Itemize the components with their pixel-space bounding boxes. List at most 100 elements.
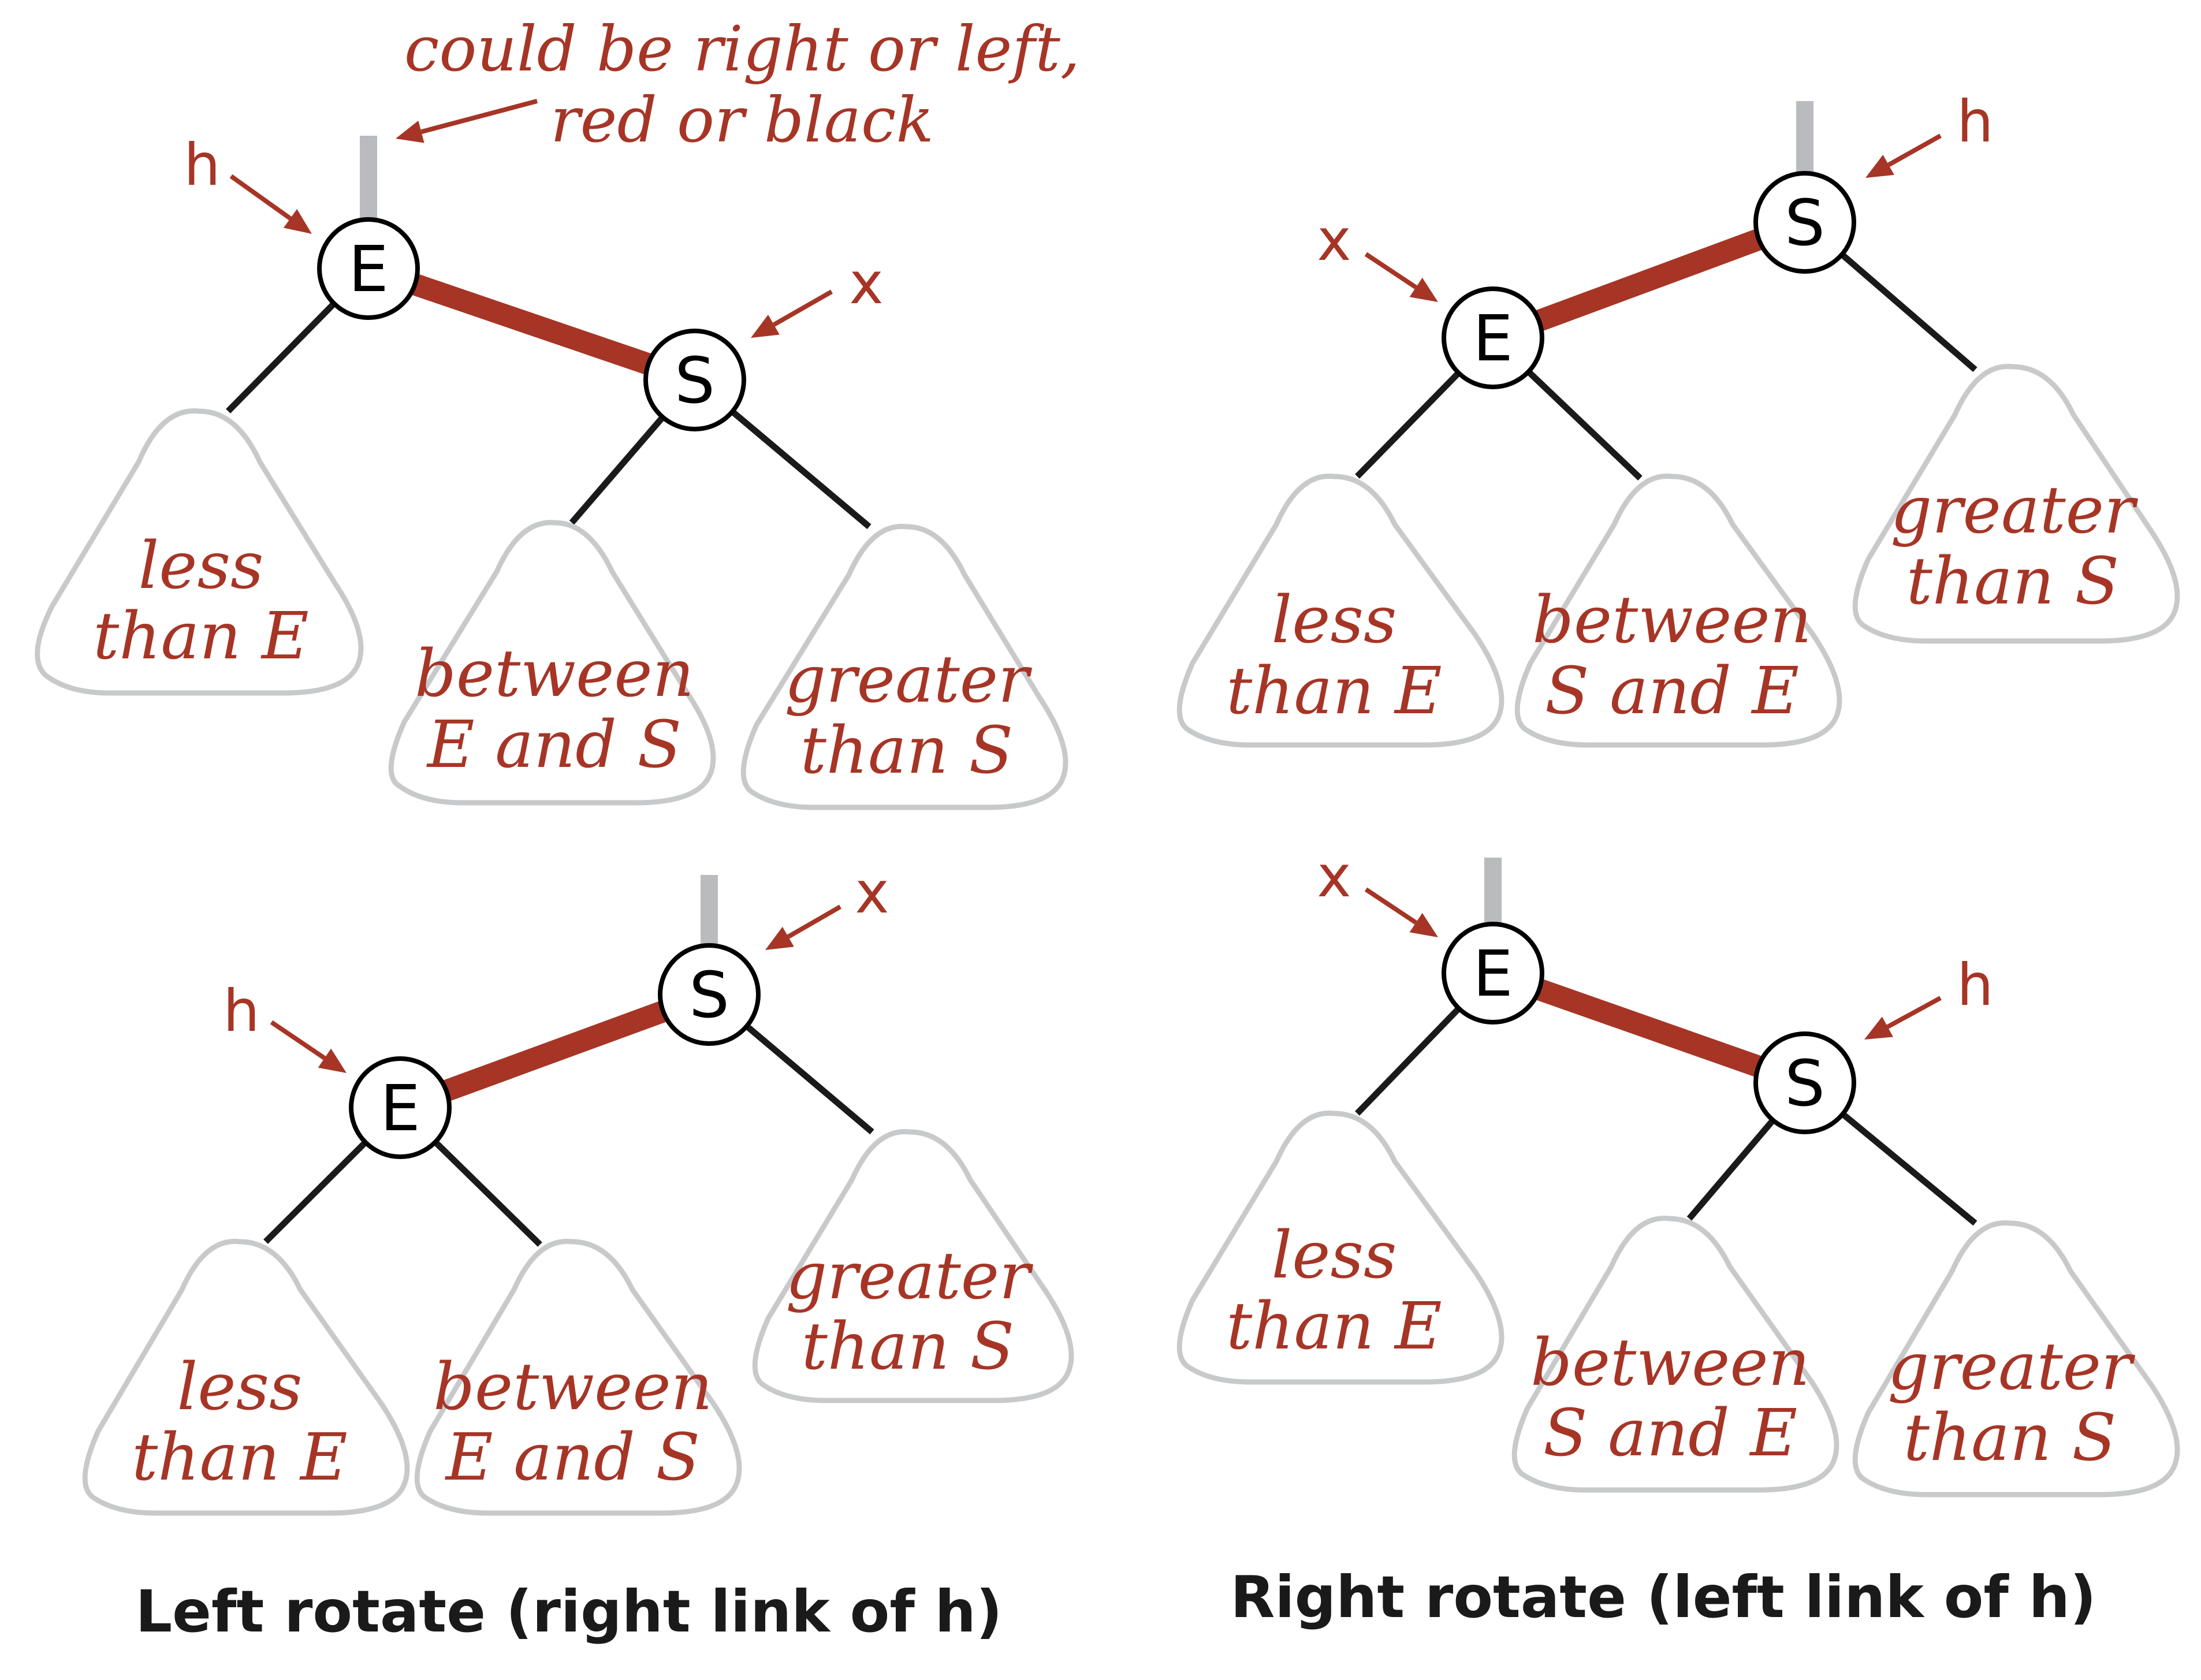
annotation-line-2: red or black bbox=[550, 84, 934, 157]
arrow-head bbox=[1409, 912, 1438, 937]
node-e-label: E bbox=[380, 1071, 420, 1145]
red-link bbox=[396, 984, 713, 1118]
annotation-arrow bbox=[396, 99, 538, 143]
node-s bbox=[1753, 171, 1856, 274]
subtree-less-than-e bbox=[82, 1239, 410, 1516]
pointer-x-arrow bbox=[1364, 252, 1438, 302]
arrow-shaft bbox=[270, 1020, 326, 1060]
arrow-head bbox=[1409, 277, 1438, 302]
subtree-greater-than-s bbox=[752, 1129, 1074, 1403]
subtree-label: than E bbox=[1226, 654, 1442, 729]
subtree-label: between bbox=[433, 1350, 713, 1425]
pointer-x-label: x bbox=[855, 859, 889, 926]
pointer-h-arrow bbox=[1864, 996, 1942, 1040]
panel-left-rotate-after: S E greater than S less than E between E… bbox=[82, 859, 1074, 1516]
panel-left-rotate-before: E S less than E between E and S greater … bbox=[35, 13, 1080, 810]
subtree-less-than-e bbox=[1176, 1111, 1504, 1385]
red-link bbox=[364, 258, 699, 390]
node-e-label: E bbox=[1473, 301, 1513, 375]
node-e bbox=[1442, 922, 1544, 1025]
pointer-h-arrow bbox=[270, 1020, 347, 1073]
arrow-shaft bbox=[1364, 252, 1417, 289]
subtree-label: less bbox=[1271, 583, 1396, 658]
pointer-h-label: h bbox=[223, 977, 259, 1045]
arrow-head bbox=[1864, 1016, 1893, 1040]
subtree-greater-than-s bbox=[1852, 1220, 2180, 1498]
subtree-label: than S bbox=[802, 1309, 1014, 1384]
subtree-label: less bbox=[177, 1350, 302, 1425]
pointer-x-arrow bbox=[765, 904, 841, 950]
subtree-between-e-and-s bbox=[414, 1239, 742, 1516]
panel-right-rotate-before: S E greater than S less than E between S… bbox=[1176, 88, 2180, 748]
node-s-label: S bbox=[1785, 186, 1825, 260]
pointer-h-arrow bbox=[229, 174, 312, 234]
node-s-label: S bbox=[675, 344, 715, 418]
subtree-label: less bbox=[138, 528, 263, 604]
arrow-shaft bbox=[787, 904, 841, 939]
pointer-h-label: h bbox=[184, 131, 220, 199]
arrow-head bbox=[396, 120, 424, 143]
subtree-label: than S bbox=[800, 713, 1013, 788]
pointer-h-label: h bbox=[1957, 951, 1993, 1019]
subtree-label: greater bbox=[785, 1239, 1034, 1314]
pointer-h-arrow bbox=[1865, 133, 1942, 178]
subtree-less-than-e bbox=[35, 408, 364, 696]
red-link bbox=[1489, 212, 1809, 348]
red-link bbox=[1489, 963, 1809, 1093]
node-e-label: E bbox=[1473, 937, 1513, 1011]
node-s bbox=[643, 329, 746, 431]
subtree-label: than E bbox=[1226, 1289, 1442, 1364]
subtree-between-s-and-e bbox=[1511, 1216, 1839, 1493]
subtree-label: than E bbox=[93, 599, 308, 674]
subtree-between-s-and-e bbox=[1514, 474, 1842, 748]
subtree-less-than-e bbox=[1176, 474, 1504, 748]
node-s-label: S bbox=[689, 958, 729, 1032]
subtree-label: greater bbox=[1890, 473, 2139, 548]
arrow-head bbox=[283, 208, 312, 234]
subtree-label: E and S bbox=[426, 707, 681, 783]
arrow-shaft bbox=[229, 174, 292, 221]
arrow-head bbox=[765, 926, 794, 950]
node-s bbox=[1753, 1031, 1856, 1134]
arrow-shaft bbox=[1887, 133, 1942, 167]
arrow-head bbox=[318, 1048, 347, 1073]
pointer-x-arrow bbox=[1364, 887, 1438, 937]
arrow-head bbox=[751, 314, 780, 338]
subtree-label: than S bbox=[1904, 1400, 2116, 1476]
node-e bbox=[349, 1056, 452, 1159]
arrow-shaft bbox=[420, 99, 538, 135]
arrow-shaft bbox=[1886, 996, 1942, 1029]
arrow-head bbox=[1865, 155, 1894, 178]
subtree-label: than S bbox=[1906, 544, 2119, 619]
panel-right-rotate-after: E S less than E between S and E greater … bbox=[1176, 843, 2180, 1498]
node-e-label: E bbox=[348, 232, 389, 306]
subtree-label: than E bbox=[132, 1420, 347, 1495]
caption-right-rotate: Right rotate (left link of h) bbox=[1230, 1563, 2096, 1631]
node-e bbox=[1442, 286, 1544, 389]
pointer-x-label: x bbox=[1317, 843, 1351, 910]
annotation-line-1: could be right or left, bbox=[404, 13, 1080, 85]
pointer-x-arrow bbox=[751, 289, 833, 338]
subtree-label: S and E bbox=[1545, 654, 1799, 729]
node-e bbox=[317, 217, 420, 320]
pointer-x-label: x bbox=[1317, 206, 1351, 274]
pointer-h-label: h bbox=[1957, 88, 1993, 155]
subtree-greater-than-s bbox=[1852, 364, 2180, 644]
subtree-label: between bbox=[1530, 1325, 1810, 1400]
node-s bbox=[658, 943, 761, 1046]
caption-left-rotate: Left rotate (right link of h) bbox=[135, 1578, 1002, 1645]
subtree-label: less bbox=[1271, 1218, 1396, 1293]
subtree-label: S and E bbox=[1543, 1396, 1797, 1471]
subtree-label: greater bbox=[1887, 1329, 2136, 1405]
pointer-x-label: x bbox=[849, 249, 883, 317]
subtree-label: between bbox=[1532, 583, 1812, 658]
arrow-shaft bbox=[772, 289, 833, 327]
subtree-label: greater bbox=[784, 642, 1033, 717]
subtree-label: E and S bbox=[445, 1420, 700, 1495]
arrow-shaft bbox=[1364, 887, 1417, 925]
subtree-label: between bbox=[415, 636, 694, 712]
node-s-label: S bbox=[1785, 1046, 1825, 1120]
subtree-greater-than-s bbox=[740, 524, 1068, 810]
